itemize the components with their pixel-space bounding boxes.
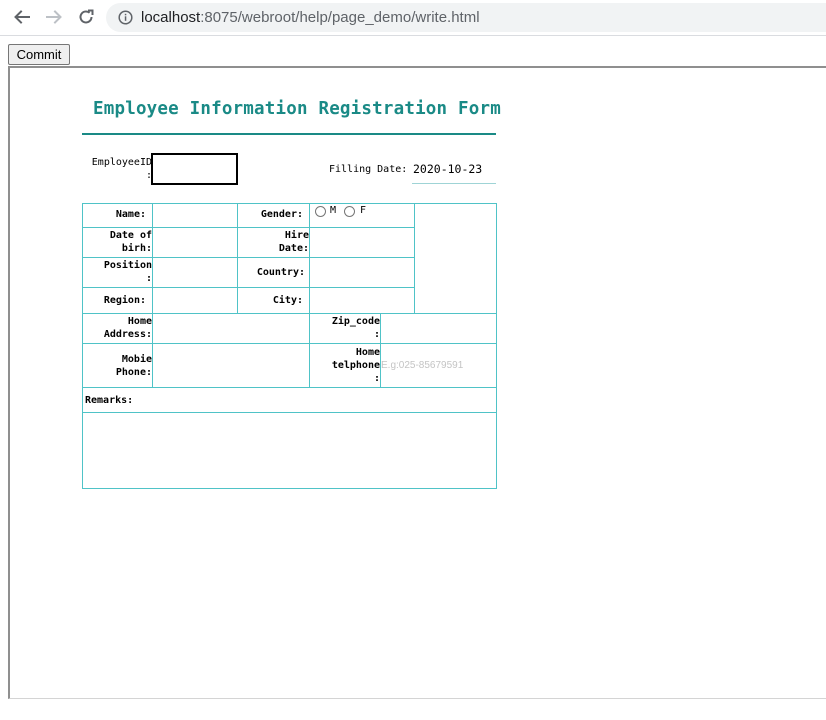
browser-toolbar: localhost:8075/webroot/help/page_demo/wr… [0, 0, 826, 36]
gender-option-label: F [360, 205, 367, 216]
arrow-left-icon [13, 8, 31, 26]
employee-id-input[interactable] [151, 153, 238, 185]
mobile-phone-field[interactable] [153, 344, 309, 387]
gender-radio-male[interactable] [315, 206, 326, 217]
hire-date-field[interactable] [310, 228, 414, 257]
grid-line [414, 203, 415, 314]
grid-line [82, 313, 497, 314]
home-address-label: Home Address: [103, 316, 152, 340]
grid-line [82, 257, 415, 258]
title-divider [82, 133, 496, 135]
commit-button[interactable]: Commit [8, 44, 70, 65]
reload-button[interactable] [73, 5, 99, 29]
grid-line [82, 488, 497, 489]
name-field[interactable] [153, 204, 237, 227]
region-label: Region: [103, 295, 146, 306]
forward-button[interactable] [41, 5, 67, 29]
home-telephone-placeholder: E.g:025-85679591 [381, 360, 464, 371]
remarks-label: Remarks: [85, 395, 134, 406]
country-field[interactable] [310, 258, 414, 287]
url-path: :8075/webroot/help/page_demo/write.html [200, 9, 480, 26]
date-of-birth-label: Date of birh: [109, 230, 152, 254]
date-of-birth-field[interactable] [153, 228, 237, 257]
filling-date-label: Filling Date: [329, 164, 408, 175]
grid-line [237, 203, 238, 314]
address-bar[interactable]: localhost:8075/webroot/help/page_demo/wr… [106, 3, 826, 32]
grid-line [82, 203, 497, 204]
hire-date-label: Hire Date: [278, 230, 309, 254]
report-frame [8, 66, 826, 699]
reload-icon [77, 8, 95, 26]
grid-line [380, 313, 381, 388]
grid-line [82, 203, 83, 489]
arrow-right-icon [45, 8, 63, 26]
grid-line [82, 412, 497, 413]
grid-line [82, 343, 497, 344]
employee-id-label: EmployeeID : [91, 157, 152, 181]
grid-line [82, 387, 497, 388]
position-field[interactable] [153, 258, 237, 287]
zip-code-field[interactable] [381, 314, 496, 343]
grid-line [496, 203, 497, 489]
grid-line [152, 203, 153, 388]
grid-line [82, 227, 415, 228]
region-field[interactable] [153, 288, 237, 313]
filling-date-field[interactable]: 2020-10-23 [412, 161, 496, 184]
city-field[interactable] [310, 288, 414, 313]
mobile-phone-label: Mobie Phone: [115, 354, 152, 378]
grid-line [82, 287, 415, 288]
gender-option-label: M [330, 205, 337, 216]
position-label: Position : [103, 260, 152, 284]
name-label: Name: [115, 209, 146, 220]
grid-line [309, 203, 310, 388]
url-host: localhost [141, 9, 201, 26]
home-address-field[interactable] [153, 314, 309, 343]
remarks-field[interactable] [83, 413, 496, 488]
home-telephone-label: Home telphone : [331, 347, 380, 384]
country-label: Country: [256, 267, 305, 278]
back-button[interactable] [9, 5, 35, 29]
gender-radio-female[interactable] [344, 206, 355, 217]
city-label: City: [272, 295, 303, 306]
zip-code-label: Zip_code : [331, 316, 380, 340]
form-title: Employee Information Registration Form [93, 99, 501, 119]
gender-label: Gender: [260, 209, 303, 220]
info-icon[interactable] [118, 10, 133, 29]
url-text: localhost:8075/webroot/help/page_demo/wr… [141, 9, 480, 26]
